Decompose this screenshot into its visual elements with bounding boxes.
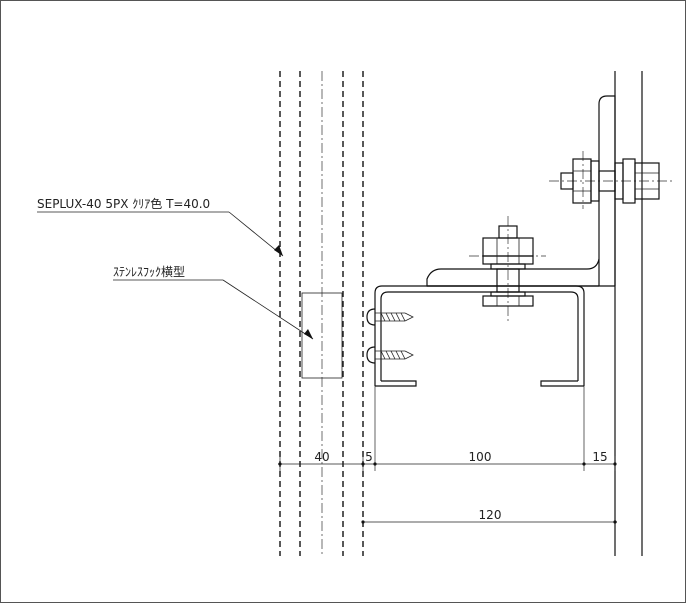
panel-label: SEPLUX-40 5PX ｸﾘｱ色 T=40.0 — [37, 197, 210, 211]
bracket-vertical-leg — [598, 95, 616, 286]
hook-seat-block — [301, 292, 343, 379]
screw-head — [366, 308, 376, 326]
hook-bolt-head — [482, 295, 534, 307]
wall-section — [614, 71, 643, 556]
hook-outer — [374, 285, 585, 386]
dim-hook-depth: 100 — [469, 450, 492, 464]
wall-bolt-shank — [598, 170, 616, 192]
hook-inner — [380, 291, 579, 381]
screw-head — [366, 346, 376, 364]
dim-panel-thickness: 40 — [314, 450, 329, 464]
leader-panel — [37, 211, 284, 257]
dim-gap: 5 — [365, 450, 373, 464]
bracket-label: ｽﾃﾝﾚｽﾌｯｸ横型 — [113, 265, 185, 279]
wall-bolt-nut-right-b — [634, 162, 660, 200]
hook-screw-lower — [366, 346, 414, 364]
hook-right-lip — [540, 380, 584, 387]
dimension-row-2 — [361, 520, 617, 524]
panel-section — [279, 71, 364, 556]
leader-arrow — [304, 329, 313, 339]
bracket-horizontal-leg — [426, 258, 600, 287]
wall-bolt — [549, 151, 673, 209]
dim-overall: 120 — [479, 508, 502, 522]
hook-left-lip — [375, 380, 417, 387]
hook-bolt — [469, 216, 546, 321]
dim-wall-offset: 15 — [592, 450, 607, 464]
leader-arrow — [274, 245, 283, 256]
leader-hook — [113, 279, 314, 340]
dimension-row-1 — [278, 386, 617, 471]
stainless-hook — [374, 285, 585, 387]
hook-screw-upper — [366, 308, 414, 326]
